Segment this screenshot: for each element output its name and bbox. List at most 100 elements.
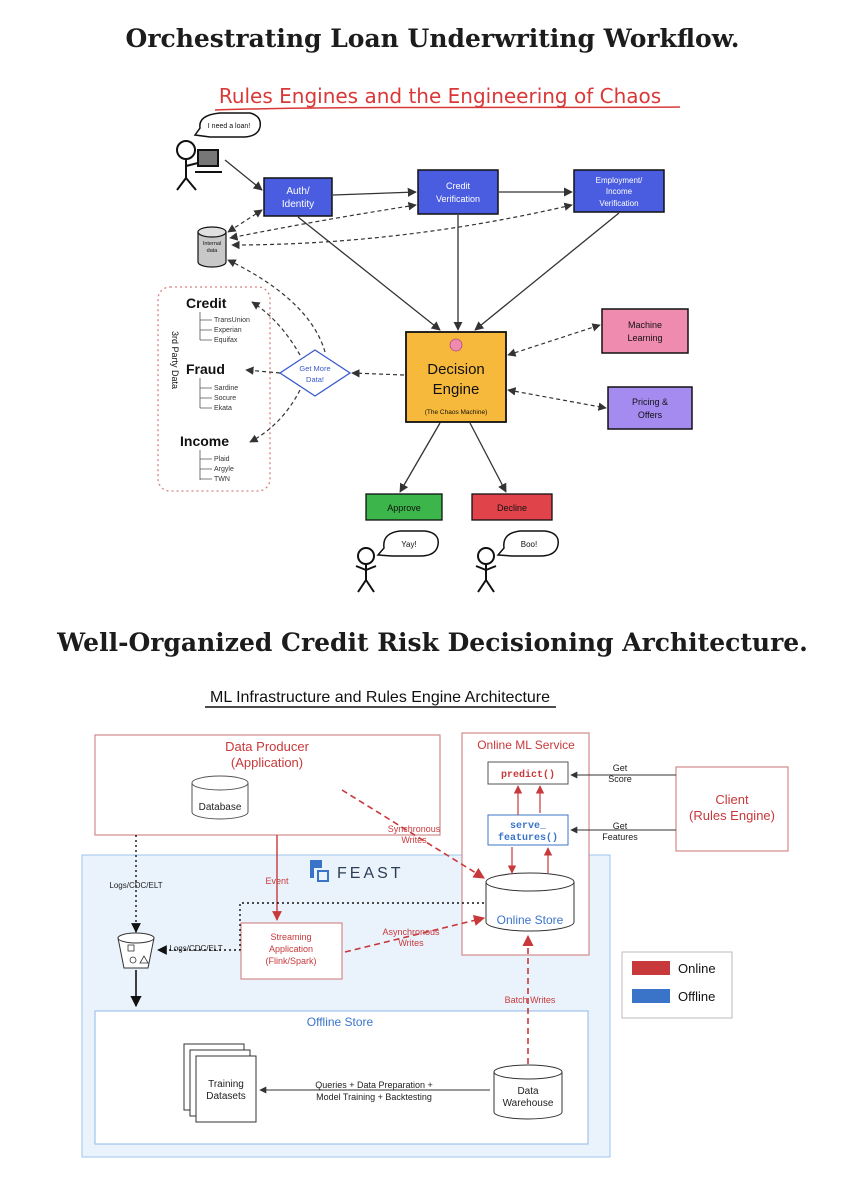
client-line1: Client — [715, 792, 749, 807]
page-title-top: Orchestrating Loan Underwriting Workflow… — [125, 24, 740, 53]
credit-item-2: Experian — [214, 327, 242, 334]
training-datasets-stack — [183, 1043, 257, 1123]
async-writes-line1: Asynchronous — [382, 927, 440, 937]
credit-item-3: Equifax — [214, 337, 238, 344]
data-producer-line1: Data Producer — [225, 739, 309, 754]
internal-data-line2: data — [207, 248, 219, 254]
decision-engine-line1: Decision — [427, 361, 485, 378]
queries-line2: Model Training + Backtesting — [316, 1092, 432, 1102]
online-ml-service-label: Online ML Service — [477, 738, 575, 752]
pricing-offers-box — [607, 386, 693, 430]
get-features-line2: Features — [602, 832, 638, 842]
boo-bubble — [496, 530, 559, 557]
credit-verification-line2: Verification — [436, 194, 480, 204]
training-datasets-line2: Datasets — [206, 1091, 245, 1102]
online-store-cylinder — [485, 872, 575, 932]
credit-verification-line1: Credit — [446, 181, 471, 191]
fraud-item-2: Socure — [214, 395, 236, 402]
fraud-item-3: Ekata — [214, 405, 232, 412]
applicant-figure — [176, 140, 222, 191]
sketch-dashed-arrows — [227, 202, 607, 443]
get-score-line1: Get — [613, 763, 628, 773]
async-writes-line2: Writes — [398, 938, 424, 948]
streaming-line2: Application — [269, 944, 313, 954]
page-title-bottom: Well-Organized Credit Risk Decisioning A… — [57, 628, 808, 657]
fraud-group-title: Fraud — [186, 361, 225, 377]
streaming-line3: (Flink/Spark) — [265, 956, 316, 966]
predict-label: predict() — [501, 769, 555, 781]
database-label: Database — [199, 802, 242, 813]
get-features-line1: Get — [613, 821, 628, 831]
arch-arrows — [130, 771, 676, 1094]
queries-line1: Queries + Data Preparation + — [315, 1080, 433, 1090]
sad-figure — [475, 547, 497, 593]
legend-offline-label: Offline — [678, 989, 715, 1004]
machine-learning-line2: Learning — [627, 333, 662, 343]
serve-features-box — [487, 814, 569, 846]
legend-offline-swatch — [632, 989, 670, 1003]
brain-icon — [449, 338, 463, 352]
machine-learning-line1: Machine — [628, 320, 662, 330]
income-item-3: TWN — [214, 476, 230, 483]
credit-verification-box — [417, 169, 499, 215]
yay-bubble — [376, 530, 439, 557]
credit-item-1: TransUnion — [214, 317, 250, 324]
legend: Online Offline — [621, 951, 733, 1019]
data-producer-line2: (Application) — [231, 755, 303, 770]
client-line2: (Rules Engine) — [689, 808, 775, 823]
employment-line3: Verification — [599, 199, 638, 208]
decision-engine-sub: (The Chaos Machine) — [425, 409, 488, 416]
serve-features-line2: features() — [498, 832, 558, 844]
get-more-data-line2: Data! — [306, 375, 324, 384]
loan-workflow-diagram: Rules Engines and the Engineering of Cha… — [157, 84, 693, 593]
predict-box — [487, 761, 569, 785]
feast-logo-icon — [310, 860, 329, 882]
happy-figure — [355, 547, 377, 593]
legend-online-swatch — [632, 961, 670, 975]
data-warehouse-cylinder — [493, 1064, 563, 1120]
decision-engine-line2: Engine — [433, 381, 480, 398]
architecture-diagram: ML Infrastructure and Rules Engine Archi… — [81, 689, 789, 1158]
sketch-title: Rules Engines and the Engineering of Cha… — [219, 84, 661, 108]
logs-cdc-elt-2: Logs/CDC/ELT — [169, 944, 222, 953]
arch-title: ML Infrastructure and Rules Engine Archi… — [210, 689, 550, 706]
get-more-data-diamond — [278, 349, 352, 397]
auth-identity-line2: Identity — [282, 199, 314, 210]
training-datasets-line1: Training — [208, 1079, 244, 1090]
third-party-group — [157, 286, 271, 492]
auth-identity-line1: Auth/ — [286, 186, 310, 197]
data-warehouse-line2: Warehouse — [503, 1098, 554, 1109]
income-item-2: Argyle — [214, 466, 234, 473]
fraud-item-1: Sardine — [214, 385, 238, 392]
third-party-label: 3rd Party Data — [170, 331, 180, 389]
sync-writes-line1: Synchronous — [388, 824, 441, 834]
streaming-line1: Streaming — [270, 932, 311, 942]
boo-text: Boo! — [521, 540, 537, 549]
approve-label: Approve — [387, 503, 421, 513]
sync-writes-line2: Writes — [401, 835, 427, 845]
decline-label: Decline — [497, 503, 527, 513]
machine-learning-box — [601, 308, 689, 354]
offline-store-label: Offline Store — [307, 1015, 374, 1029]
approve-box — [365, 493, 443, 521]
auth-identity-box — [263, 177, 333, 217]
decline-box — [471, 493, 553, 521]
employment-income-box — [573, 169, 665, 213]
serve-features-line1: serve_ — [510, 821, 547, 832]
data-producer-box — [94, 734, 441, 836]
online-store-label: Online Store — [497, 913, 564, 927]
internal-data-line1: Internal — [203, 241, 221, 247]
credit-group-title: Credit — [186, 295, 227, 311]
client-box — [675, 766, 789, 852]
legend-online-label: Online — [678, 961, 716, 976]
get-score-line2: Score — [608, 774, 632, 784]
internal-data-cylinder: Internal data — [197, 226, 227, 268]
bucket-icon — [117, 932, 155, 969]
user-speech-text: I need a loan! — [208, 123, 250, 130]
feast-label: FEAST — [337, 865, 404, 882]
income-item-1: Plaid — [214, 456, 230, 463]
data-warehouse-line1: Data — [517, 1086, 539, 1097]
income-group-title: Income — [180, 433, 229, 449]
employment-line1: Employment/ — [596, 176, 643, 185]
